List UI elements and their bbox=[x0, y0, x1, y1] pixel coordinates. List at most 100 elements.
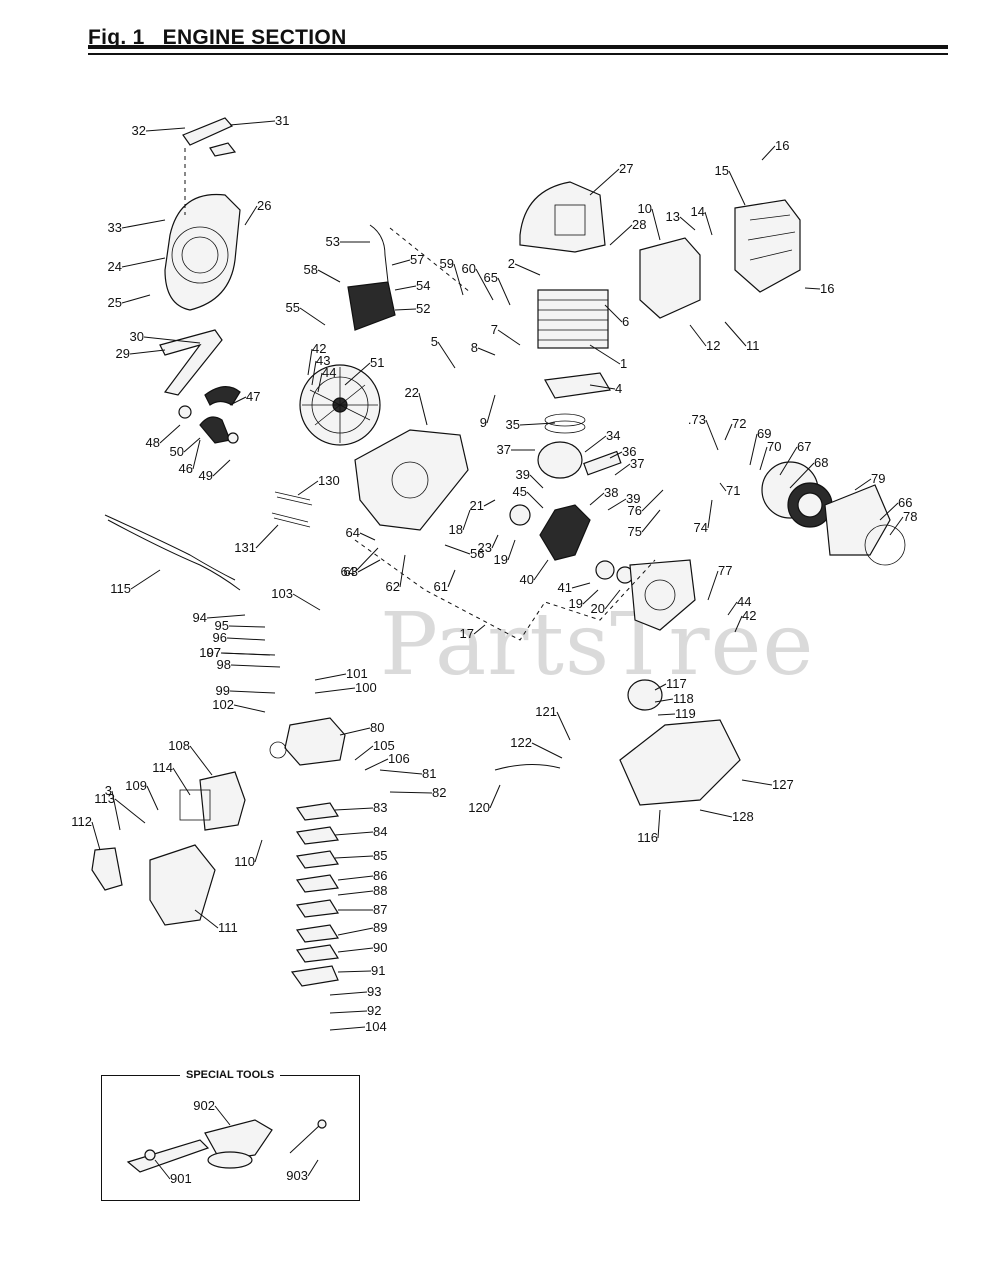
callout-leader bbox=[657, 809, 661, 839]
callout-leader bbox=[143, 336, 201, 344]
callout-leader bbox=[299, 307, 326, 326]
callout-number: 121 bbox=[535, 704, 557, 719]
callout-number: 90 bbox=[373, 940, 387, 955]
callout-leader bbox=[307, 348, 313, 376]
clutch-shoes bbox=[178, 386, 241, 444]
callout-number: 17 bbox=[460, 626, 474, 641]
callout-number: 37 bbox=[497, 442, 511, 457]
callout-number: 114 bbox=[152, 760, 173, 775]
callout-leader bbox=[854, 478, 872, 491]
callout-leader bbox=[214, 1105, 231, 1126]
callout-leader bbox=[159, 424, 181, 444]
callout-leader bbox=[297, 480, 319, 496]
callout-leader bbox=[556, 711, 571, 741]
callout-number: 87 bbox=[373, 902, 387, 917]
callout-number: 26 bbox=[257, 198, 271, 213]
callout-leader bbox=[749, 433, 758, 466]
callout-number: 76 bbox=[628, 503, 642, 518]
callout-leader bbox=[121, 294, 151, 304]
callout-number: 54 bbox=[416, 278, 430, 293]
callout-number: 1 bbox=[620, 356, 627, 371]
callout-number: 39 bbox=[626, 491, 640, 506]
special-tool-plate bbox=[204, 1119, 273, 1169]
crankcase bbox=[354, 429, 469, 531]
callout-leader bbox=[129, 349, 166, 355]
callout-leader bbox=[734, 615, 743, 633]
callout-leader bbox=[311, 360, 317, 386]
callout-number: 42 bbox=[312, 341, 326, 356]
callout-leader bbox=[477, 347, 496, 356]
callout-leader bbox=[354, 745, 374, 761]
callout-leader bbox=[91, 821, 101, 851]
callout-number: 27 bbox=[619, 161, 633, 176]
callout-number: 21 bbox=[470, 498, 484, 513]
callout-number: 43 bbox=[316, 353, 330, 368]
callout-number: 102 bbox=[212, 697, 234, 712]
callout-number: 22 bbox=[405, 385, 419, 400]
callout-leader bbox=[359, 532, 376, 541]
callout-leader bbox=[194, 909, 219, 929]
callout-number: 128 bbox=[732, 809, 754, 824]
flywheel bbox=[299, 364, 381, 446]
callout-leader bbox=[206, 614, 246, 619]
watermark: PartsTree bbox=[380, 595, 815, 695]
callout-leader bbox=[394, 285, 417, 291]
callout-leader bbox=[483, 499, 496, 507]
callout-leader bbox=[679, 216, 696, 231]
callout-leader bbox=[337, 875, 374, 881]
callout-leader bbox=[689, 324, 707, 347]
callout-number: 14 bbox=[691, 204, 705, 219]
callout-number: 74 bbox=[694, 520, 708, 535]
callout-leader bbox=[651, 208, 661, 241]
callout-leader bbox=[607, 498, 627, 511]
callout-leader bbox=[609, 224, 633, 246]
callout-leader bbox=[507, 539, 516, 561]
callout-leader bbox=[614, 463, 631, 476]
callout-leader bbox=[344, 362, 371, 386]
callout-leader bbox=[192, 439, 201, 470]
fuel-tank bbox=[494, 679, 741, 806]
callout-leader bbox=[489, 784, 501, 809]
callout-number: 47 bbox=[246, 389, 260, 404]
callout-leader bbox=[354, 547, 379, 573]
callout-number: 29 bbox=[116, 346, 130, 361]
callout-leader bbox=[589, 492, 605, 506]
callout-number: 33 bbox=[108, 220, 122, 235]
callout-leader bbox=[654, 683, 667, 691]
callout-leader bbox=[337, 947, 374, 953]
title-rule-thin bbox=[88, 53, 948, 55]
callout-leader bbox=[641, 509, 661, 533]
callout-number: 95 bbox=[215, 618, 229, 633]
callout-number: 78 bbox=[903, 509, 917, 524]
figure-title-text: ENGINE SECTION bbox=[162, 26, 347, 49]
callout-number: 60 bbox=[462, 261, 476, 276]
callout-number: 49 bbox=[199, 468, 213, 483]
callout-leader bbox=[145, 127, 186, 132]
callout-number: 84 bbox=[373, 824, 387, 839]
callout-number: 104 bbox=[365, 1019, 387, 1034]
callout-leader bbox=[334, 855, 374, 859]
callout-number: 30 bbox=[130, 329, 144, 344]
callout-leader bbox=[121, 219, 166, 229]
callout-number: 106 bbox=[388, 751, 410, 766]
callout-number: 105 bbox=[373, 738, 395, 753]
callout-leader bbox=[229, 120, 276, 126]
callout-number: 113 bbox=[94, 791, 115, 806]
callout-leader bbox=[230, 664, 281, 668]
callout-number: 44 bbox=[737, 594, 751, 609]
callout-leader bbox=[130, 569, 161, 590]
callout-number: 101 bbox=[346, 666, 368, 681]
callout-number: 131 bbox=[234, 540, 256, 555]
callout-number: 2 bbox=[508, 256, 515, 271]
callout-leader bbox=[121, 257, 166, 268]
callout-leader bbox=[212, 459, 231, 477]
dashed-assembly-lines bbox=[184, 148, 656, 641]
callout-leader bbox=[329, 991, 368, 996]
callout-number: 83 bbox=[373, 800, 387, 815]
callout-number: 110 bbox=[234, 854, 255, 869]
callout-leader bbox=[654, 698, 674, 703]
callout-number: 116 bbox=[637, 830, 658, 845]
callout-leader bbox=[329, 1026, 366, 1031]
